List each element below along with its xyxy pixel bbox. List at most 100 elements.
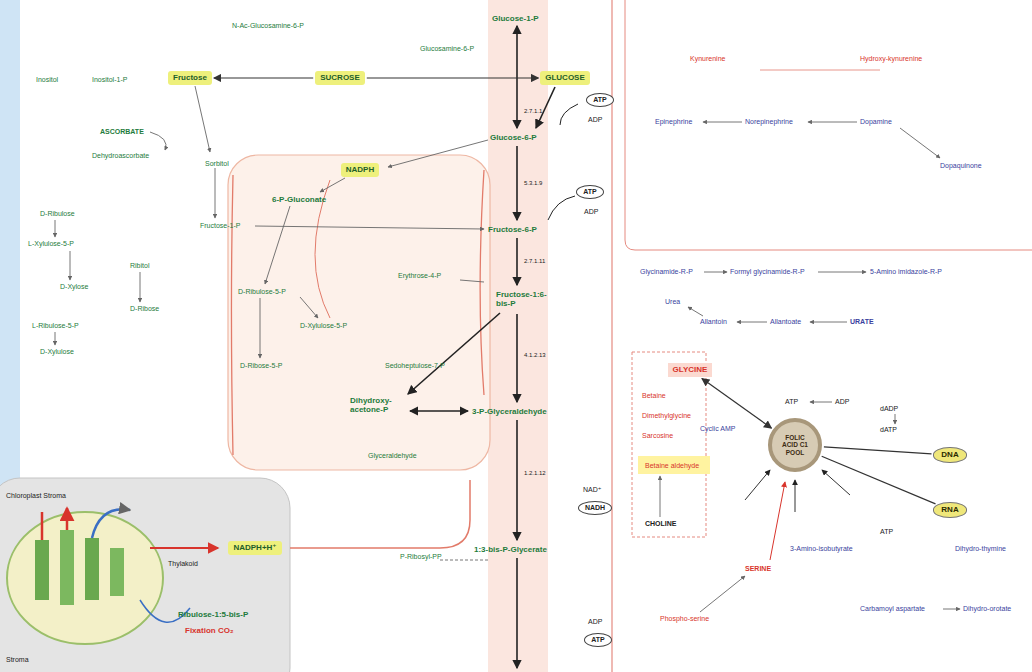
metabolite-label: Dopamine	[860, 118, 892, 126]
metabolite-label: Dihydroxy-acetone-P	[350, 396, 405, 414]
reaction-arrow	[822, 456, 936, 504]
node-text: FOLIC ACID C1 POOL	[777, 434, 813, 456]
metabolite-label: D-Ribulose-5-P	[238, 288, 286, 296]
metabolite-label: Cyclic AMP	[700, 425, 735, 433]
metabolite-label: NAD⁺	[583, 486, 601, 494]
metabolite-label: L-Xylulose-5-P	[28, 240, 74, 248]
metabolite-label: D-Xylose	[60, 283, 88, 291]
cofactor-ellipse: RNA	[933, 502, 966, 517]
metabolite-label: D-Ribose-5-P	[240, 362, 282, 370]
enzyme-number: 2.7.1.11	[524, 258, 545, 265]
metabolite-label: Urea	[665, 298, 680, 306]
metabolite-label: ASCORBATE	[100, 128, 144, 136]
metabolite-label: N-Ac-Glucosamine-6-P	[232, 22, 304, 30]
metabolite-label: 1:3-bis-P-Glycerate	[474, 545, 547, 554]
metabolite-label: Allantoin	[700, 318, 727, 326]
metabolite-label: Phospho-serine	[660, 615, 709, 623]
pool-circle: FOLIC ACID C1 POOL	[768, 418, 822, 472]
reaction-arrow	[702, 379, 771, 429]
metabolite-label: 6-P-Gluconate	[272, 195, 326, 204]
metabolite-label: Fructose-1:6-bis-P	[496, 290, 548, 308]
node-text: NADPH	[346, 165, 374, 174]
metabolite-box: SUCROSE	[315, 71, 365, 84]
metabolite-label: Fructose-6-P	[488, 225, 537, 234]
metabolite-label: dATP	[880, 426, 897, 434]
metabolite-label: Formyl glycinamide-R-P	[730, 268, 805, 276]
node-text: Fructose	[173, 73, 207, 82]
node-text: SUCROSE	[320, 73, 360, 82]
node-text: GLUCOSE	[545, 73, 585, 82]
metabolite-label: SERINE	[745, 565, 771, 573]
node-text: GLYCINE	[673, 365, 708, 374]
metabolite-label: 5-Amino imidazole-R-P	[870, 268, 942, 276]
metabolite-label: Betaine aldehyde	[645, 462, 699, 470]
metabolite-label: D-Ribulose	[40, 210, 75, 218]
metabolite-label: Glucosamine-6-P	[420, 45, 474, 53]
metabolite-label: dADP	[880, 405, 898, 413]
metabolite-label: Allantoate	[770, 318, 801, 326]
node-text: NADPH+H⁺	[233, 543, 276, 552]
cofactor-ellipse: DNA	[933, 447, 966, 462]
metabolite-label: Glycinamide-R-P	[640, 268, 693, 276]
metabolite-label: Ribitol	[130, 262, 149, 270]
enzyme-number: 1.2.1.12	[524, 470, 546, 477]
metabolite-box: GLUCOSE	[540, 71, 590, 84]
metabolite-label: P-Ribosyl-PP	[400, 553, 442, 561]
side-reactions	[55, 70, 960, 612]
cofactor-ellipse: ATP	[576, 185, 603, 199]
metabolite-label: Glucose-1-P	[492, 14, 539, 23]
metabolite-label: Epinephrine	[655, 118, 692, 126]
reaction-arrow	[367, 77, 538, 78]
metabolite-label: Stroma	[6, 656, 29, 664]
metabolite-label: ATP	[785, 398, 798, 406]
cofactor-ellipse: ATP	[584, 633, 611, 647]
metabolite-label: ADP	[588, 116, 602, 124]
metabolite-box: NADPH+H⁺	[228, 541, 281, 554]
metabolite-label: Hydroxy-kynurenine	[860, 55, 922, 63]
metabolite-label: 3-P-Glyceraldehyde	[472, 407, 547, 416]
metabolite-label: Glyceraldehyde	[368, 452, 417, 460]
metabolite-label: Erythrose-4-P	[398, 272, 441, 280]
node-text: ATP	[591, 636, 604, 643]
reaction-arrow	[214, 77, 313, 78]
enzyme-number: 2.7.1.1	[524, 108, 542, 115]
metabolite-label: Sarcosine	[642, 432, 673, 440]
metabolite-label: URATE	[850, 318, 874, 326]
node-text: NADH	[585, 504, 605, 511]
metabolite-label: Norepinephrine	[745, 118, 793, 126]
metabolite-label: 3-Amino-isobutyrate	[790, 545, 853, 553]
metabolite-label: Fructose-1-P	[200, 222, 240, 230]
enzyme-number: 4.1.2.13	[524, 352, 546, 359]
metabolite-label: Thylakoid	[168, 560, 198, 568]
metabolite-label: D-Xylulose	[40, 348, 74, 356]
metabolite-label: Carbamoyl aspartate	[860, 605, 925, 613]
metabolite-box: NADPH	[341, 163, 379, 176]
metabolite-label: L-Ribulose-5-P	[32, 322, 79, 330]
metabolite-label: Dihydro-orotate	[963, 605, 1011, 613]
metabolite-label: Glucose-6-P	[490, 133, 537, 142]
metabolite-box: GLYCINE	[668, 363, 713, 376]
reaction-arrow	[824, 447, 932, 454]
glycolysis-arrows	[408, 26, 578, 668]
metabolite-label: ADP	[835, 398, 849, 406]
metabolite-label: Sorbitol	[205, 160, 229, 168]
metabolite-label: Dimethylglycine	[642, 412, 691, 420]
metabolite-label: Inositol	[36, 76, 58, 84]
node-text: RNA	[941, 505, 958, 514]
cofactor-ellipse: NADH	[578, 501, 612, 515]
metabolite-label: Sedoheptulose-7-P	[385, 362, 445, 370]
metabolite-label: D-Xylulose-5-P	[300, 322, 347, 330]
chloroplast	[0, 478, 290, 672]
node-text: ATP	[583, 188, 596, 195]
metabolite-box: Fructose	[168, 71, 212, 84]
metabolite-label: ADP	[584, 208, 598, 216]
metabolite-label: Fixation CO₂	[185, 626, 233, 635]
metabolite-label: Inositol-1-P	[92, 76, 127, 84]
metabolite-label: Dihydro-thymine	[955, 545, 1006, 553]
metabolite-label: Dopaquinone	[940, 162, 982, 170]
node-text: DNA	[941, 450, 958, 459]
